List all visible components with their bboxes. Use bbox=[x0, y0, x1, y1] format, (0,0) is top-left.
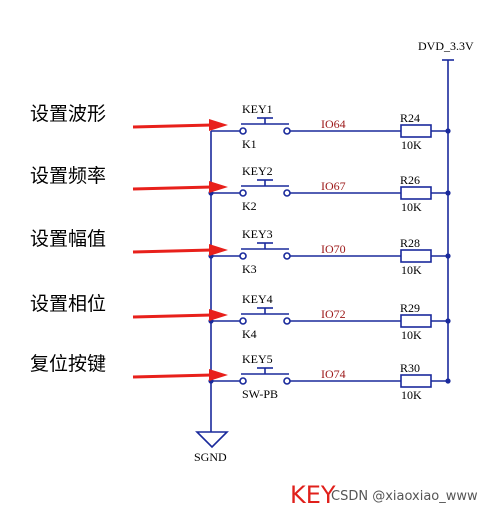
function-label: 设置波形 bbox=[30, 103, 106, 125]
ground-label: SGND bbox=[194, 450, 227, 464]
switch-contact bbox=[239, 317, 247, 325]
switch-contact bbox=[239, 252, 247, 260]
switch-contact bbox=[283, 189, 291, 197]
pointer-arrow bbox=[132, 123, 213, 129]
resistor-body bbox=[400, 124, 432, 138]
junction-dot bbox=[445, 378, 451, 384]
switch-ref: K2 bbox=[242, 199, 257, 213]
resistor-name: R29 bbox=[400, 301, 420, 315]
resistor-body bbox=[400, 374, 432, 388]
switch-contact bbox=[283, 252, 291, 260]
ground-symbol bbox=[195, 431, 229, 449]
diagram-title: KEY bbox=[290, 481, 336, 509]
net-label: IO64 bbox=[321, 117, 346, 131]
resistor-value: 10K bbox=[401, 200, 422, 214]
function-label: 设置幅值 bbox=[30, 228, 106, 250]
switch-name: KEY1 bbox=[242, 102, 273, 116]
resistor-name: R26 bbox=[400, 173, 420, 187]
junction-dot bbox=[445, 318, 451, 324]
net-label: IO74 bbox=[321, 367, 346, 381]
function-label: 复位按键 bbox=[30, 353, 106, 375]
pointer-arrow bbox=[132, 185, 213, 191]
resistor-value: 10K bbox=[401, 328, 422, 342]
resistor-name: R30 bbox=[400, 361, 420, 375]
arrow-head bbox=[209, 119, 228, 131]
watermark: CSDN @xiaoxiao_www bbox=[331, 489, 478, 504]
switch-name: KEY2 bbox=[242, 164, 273, 178]
arrow-head bbox=[209, 309, 228, 321]
switch-contact bbox=[283, 377, 291, 385]
switch-contact bbox=[283, 127, 291, 135]
pointer-arrow bbox=[132, 248, 213, 254]
switch-ref: K1 bbox=[242, 137, 257, 151]
switch-name: KEY3 bbox=[242, 227, 273, 241]
switch-contact bbox=[283, 317, 291, 325]
arrow-head bbox=[209, 244, 228, 256]
function-label: 设置频率 bbox=[30, 165, 106, 187]
switch-contact bbox=[239, 127, 247, 135]
function-label: 设置相位 bbox=[30, 293, 106, 315]
resistor-value: 10K bbox=[401, 263, 422, 277]
switch-contact bbox=[239, 377, 247, 385]
arrow-head bbox=[209, 181, 228, 193]
switch-ref: K3 bbox=[242, 262, 257, 276]
resistor-body bbox=[400, 186, 432, 200]
switch-ref: SW-PB bbox=[242, 387, 278, 401]
junction-dot bbox=[445, 190, 451, 196]
switch-name: KEY4 bbox=[242, 292, 273, 306]
resistor-value: 10K bbox=[401, 388, 422, 402]
resistor-body bbox=[400, 314, 432, 328]
power-label: DVD_3.3V bbox=[418, 39, 474, 53]
arrow-head bbox=[209, 369, 228, 381]
resistor-body bbox=[400, 249, 432, 263]
net-label: IO72 bbox=[321, 307, 346, 321]
junction-dot bbox=[445, 253, 451, 259]
junction-dot bbox=[445, 128, 451, 134]
resistor-name: R28 bbox=[400, 236, 420, 250]
net-label: IO67 bbox=[321, 179, 346, 193]
switch-contact bbox=[239, 189, 247, 197]
switch-ref: K4 bbox=[242, 327, 257, 341]
pointer-arrow bbox=[132, 373, 213, 379]
pointer-arrow bbox=[132, 313, 213, 319]
resistor-value: 10K bbox=[401, 138, 422, 152]
resistor-name: R24 bbox=[400, 111, 420, 125]
net-label: IO70 bbox=[321, 242, 346, 256]
switch-name: KEY5 bbox=[242, 352, 273, 366]
